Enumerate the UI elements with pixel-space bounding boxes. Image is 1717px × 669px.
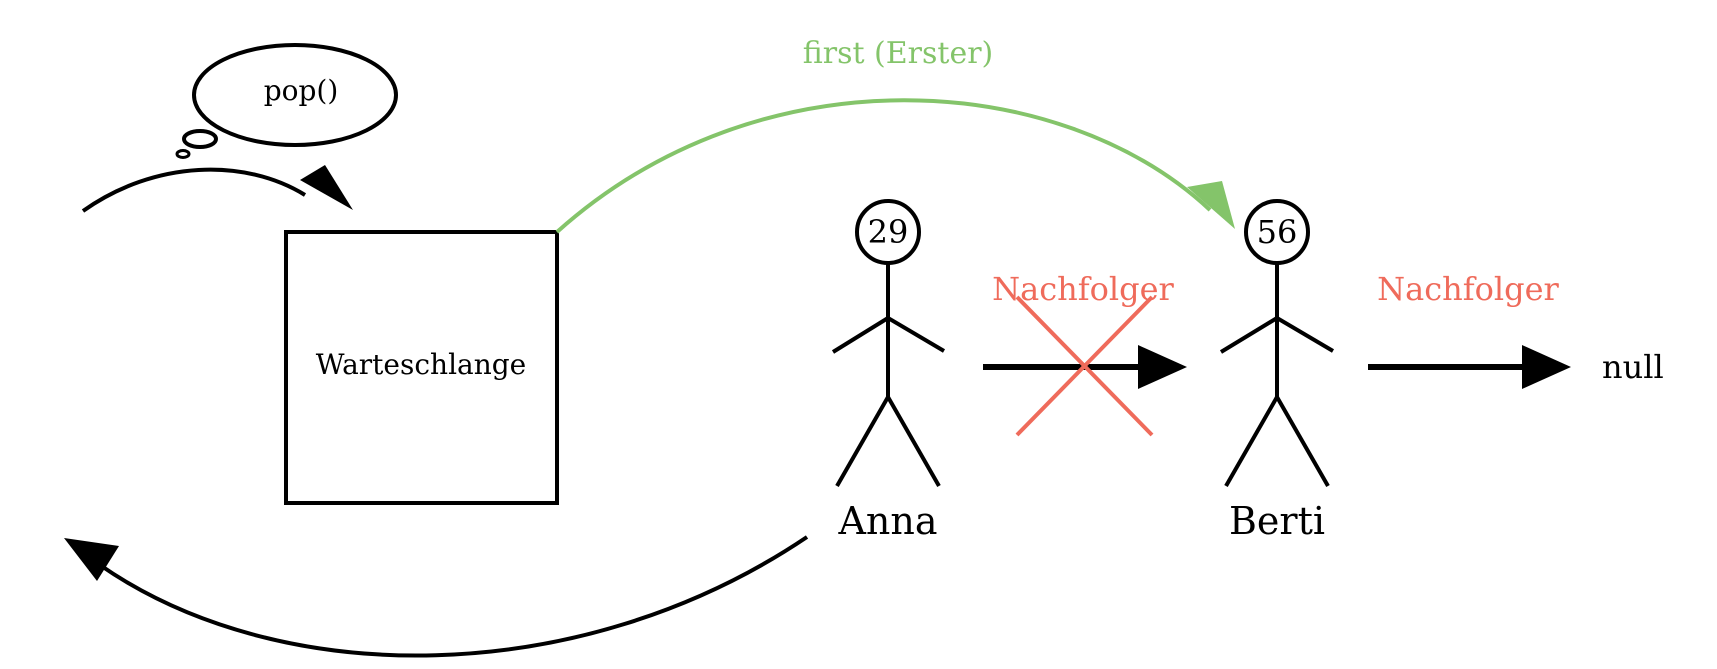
cross-mark-icon — [1015, 295, 1154, 437]
person-number: 56 — [1257, 213, 1298, 251]
queue-box — [284, 230, 559, 505]
successor-link-arrow — [1368, 345, 1571, 389]
stick-figure-icon — [831, 199, 946, 487]
incoming-arrow — [81, 165, 353, 213]
successor-link-arrow — [983, 345, 1187, 389]
queue-label: Warteschlange — [316, 348, 527, 381]
person-number: 29 — [868, 213, 909, 251]
null-label: null — [1602, 348, 1664, 386]
successor-link-label: Nachfolger — [1377, 270, 1559, 308]
popped-element-arrow — [64, 535, 809, 658]
first-pointer-label: first (Erster) — [803, 36, 994, 71]
thought-bubble-text: pop() — [264, 74, 339, 107]
first-pointer-arrow — [555, 98, 1235, 234]
thought-bubble-icon — [175, 43, 398, 159]
stick-figure-icon — [1219, 199, 1335, 487]
person-name: Anna — [837, 499, 937, 543]
person-name: Berti — [1229, 499, 1325, 543]
